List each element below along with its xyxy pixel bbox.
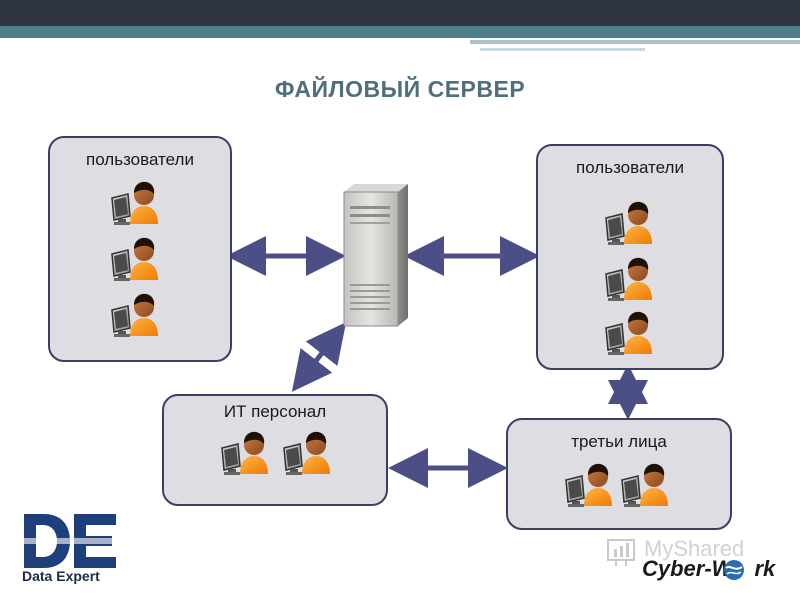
server-tower-icon (343, 184, 408, 327)
user-at-computer-icon (108, 232, 164, 282)
third-parties-label: третьи лица (571, 432, 667, 451)
third-parties-group: третьи лица (506, 418, 732, 530)
header-accent-line-2 (480, 48, 645, 51)
it-staff-label: ИТ персонал (223, 402, 327, 421)
users-group-label: пользователи (576, 158, 684, 177)
users-group-right: пользователи (536, 144, 724, 370)
user-at-computer-icon (618, 458, 674, 508)
user-at-computer-icon (602, 196, 658, 246)
user-at-computer-icon (562, 458, 618, 508)
cyberwork-prefix: Cyber-W (642, 556, 733, 581)
user-at-computer-icon (108, 176, 164, 226)
myshared-watermark-icon (607, 539, 635, 566)
it-staff-group: ИТ персонал (162, 394, 388, 506)
header-accent-line (470, 40, 800, 44)
header-bar-dark (0, 0, 800, 26)
cyberwork-globe-icon (724, 560, 744, 580)
cyberwork-suffix: rk (754, 556, 776, 581)
users-group-left: пользователи (48, 136, 232, 362)
users-group-label: пользователи (86, 150, 194, 169)
myshared-watermark: MyShared (644, 536, 745, 561)
user-at-computer-icon (602, 252, 658, 302)
cyberwork-logo-text: Cyber-W rk (642, 556, 775, 582)
data-expert-logo-icon (22, 514, 118, 568)
user-at-computer-icon (602, 306, 658, 356)
user-at-computer-icon (218, 426, 274, 476)
edge-server-it-staff (291, 322, 347, 392)
user-at-computer-icon (280, 426, 336, 476)
user-at-computer-icon (108, 288, 164, 338)
page-title: ФАЙЛОВЫЙ СЕРВЕР (274, 76, 526, 102)
data-expert-logo-text: Data Expert (22, 568, 100, 584)
header-bar-teal (0, 26, 800, 38)
